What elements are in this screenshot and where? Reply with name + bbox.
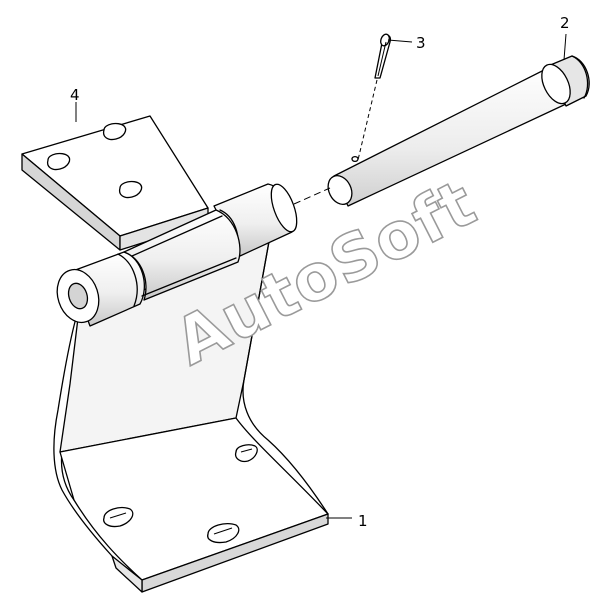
- callout-label-4: 4: [70, 86, 80, 104]
- callout-label-3: 3: [416, 34, 426, 52]
- callout-1: 1: [326, 512, 368, 530]
- plate-slot: [118, 180, 143, 199]
- callout-3: 3: [387, 34, 426, 52]
- plate-slot: [102, 122, 127, 141]
- callout-2: 2: [560, 14, 570, 61]
- cotter-pin-part-3: [357, 33, 392, 161]
- callout-label-1: 1: [358, 512, 368, 530]
- plate-knuckle: [123, 209, 241, 301]
- callout-4: 4: [70, 86, 80, 122]
- base-slot: [103, 506, 134, 528]
- base-slot: [207, 522, 240, 544]
- base-slot: [234, 444, 258, 463]
- mounting-plate-part-4: [21, 115, 241, 301]
- callout-label-2: 2: [560, 14, 570, 32]
- plate-slot: [46, 152, 71, 171]
- assembly-centerline: [293, 187, 331, 205]
- hinge-pin-part-2: [327, 55, 590, 207]
- bracket-part-1: [53, 183, 329, 593]
